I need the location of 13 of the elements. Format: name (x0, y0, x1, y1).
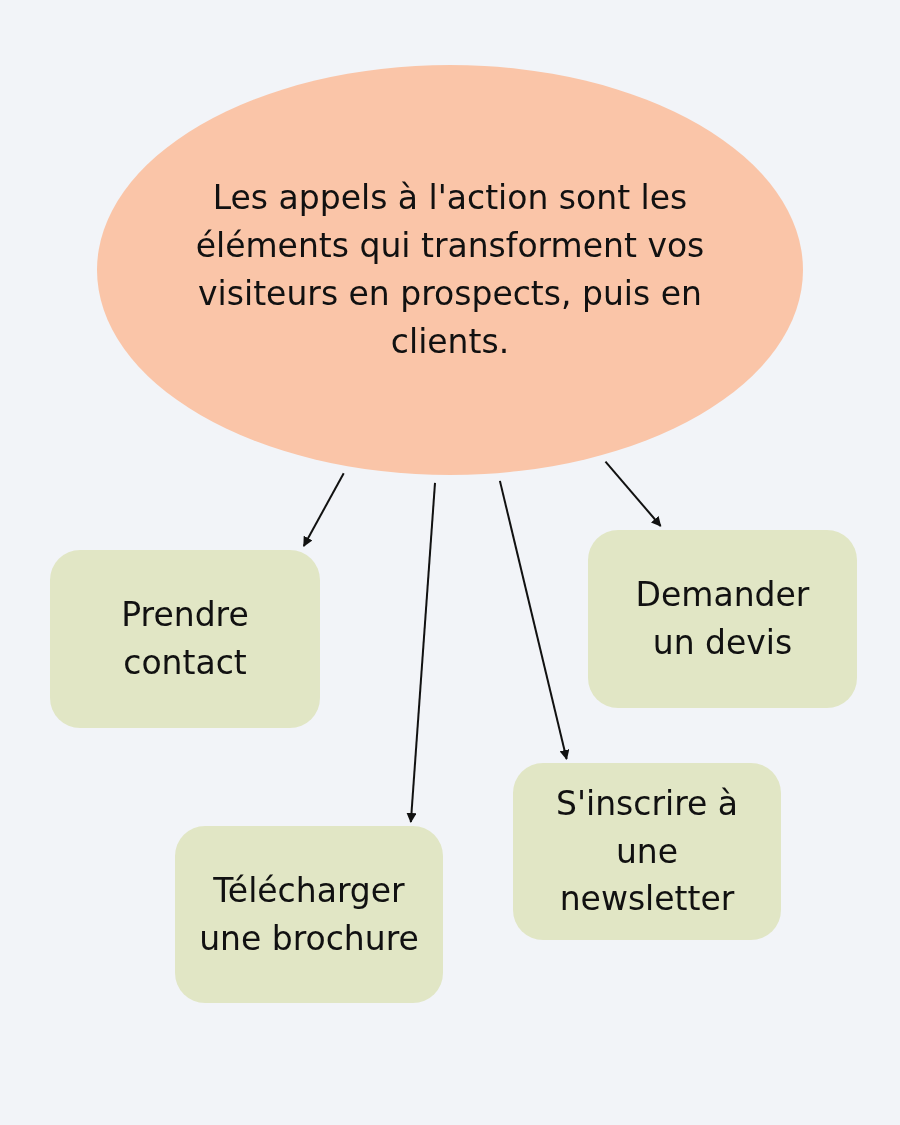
node-text: S'inscrire à une newsletter (554, 782, 739, 921)
node-text: Télécharger une brochure (198, 869, 420, 960)
arrow (498, 479, 570, 760)
action-box (50, 550, 320, 728)
arrow (406, 481, 436, 823)
node-text: Les appels à l'action sont les éléments qui transforment vos visiteurs en prospects, puis en clients. (194, 177, 706, 363)
arrow (604, 460, 662, 527)
arrow (302, 472, 345, 547)
node-text: Prendre contact (120, 594, 250, 684)
action-box (588, 530, 857, 708)
node-text: Demander un devis (634, 574, 811, 664)
action-box (175, 826, 443, 1003)
action-box (513, 763, 781, 940)
